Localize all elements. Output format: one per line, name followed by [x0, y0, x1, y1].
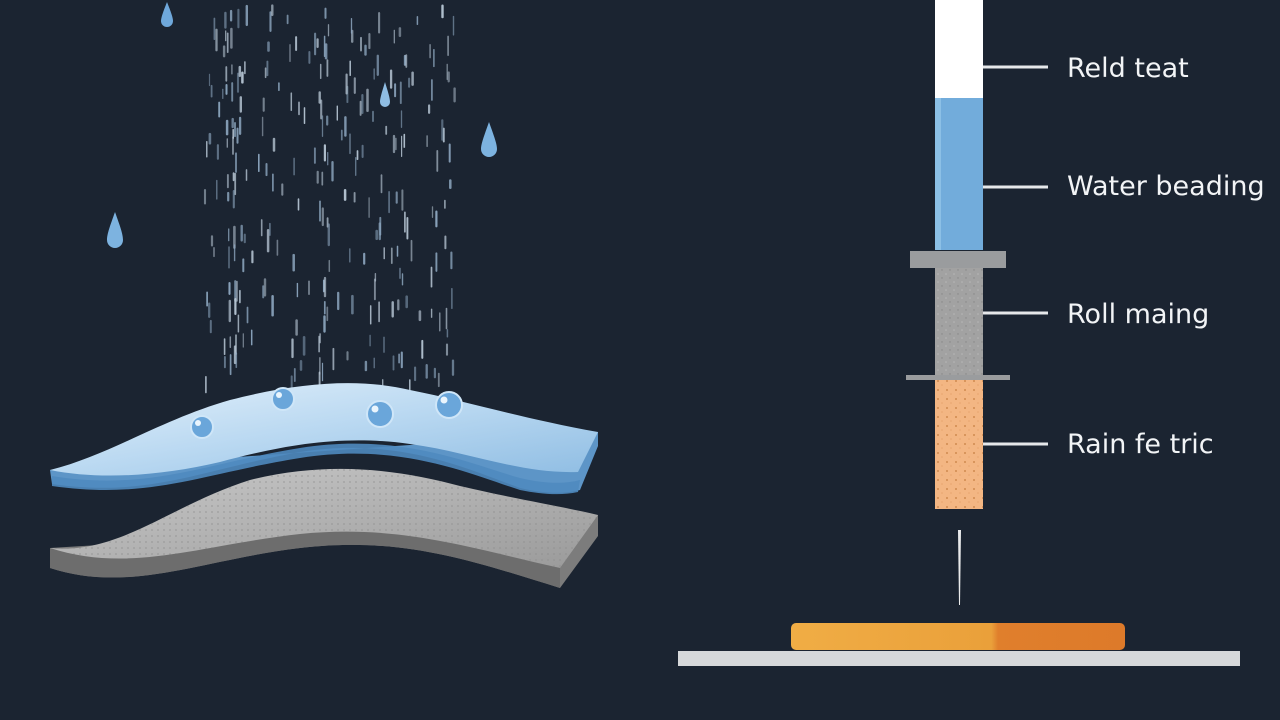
- raindrop-icon: [481, 122, 497, 157]
- fabric-strip: [791, 623, 1125, 650]
- test-column: [906, 0, 1048, 605]
- test-base: [678, 623, 1240, 666]
- base-fabric-layer: [50, 468, 598, 588]
- raindrops: [107, 2, 497, 248]
- separator-plate: [910, 251, 1006, 268]
- needle: [958, 530, 961, 605]
- raindrop-icon: [107, 212, 123, 248]
- rain-streaks: [203, 4, 456, 399]
- label-water: Water beading: [1067, 171, 1265, 202]
- label-bottom: Rain fe tric: [1067, 429, 1214, 460]
- label-middle: Roll maing: [1067, 299, 1210, 330]
- raindrop-icon: [380, 82, 390, 107]
- label-top: Reld teat: [1067, 53, 1189, 84]
- water-bead: [271, 387, 295, 411]
- water-repellent-layer: [50, 383, 598, 495]
- raindrop-icon: [161, 2, 173, 27]
- water-bead: [435, 391, 463, 419]
- water-section: [935, 98, 983, 250]
- water-bead: [190, 415, 214, 439]
- water-bead: [366, 400, 394, 428]
- base-plate: [678, 651, 1240, 666]
- white-section: [935, 0, 983, 98]
- separator-line: [906, 375, 1010, 380]
